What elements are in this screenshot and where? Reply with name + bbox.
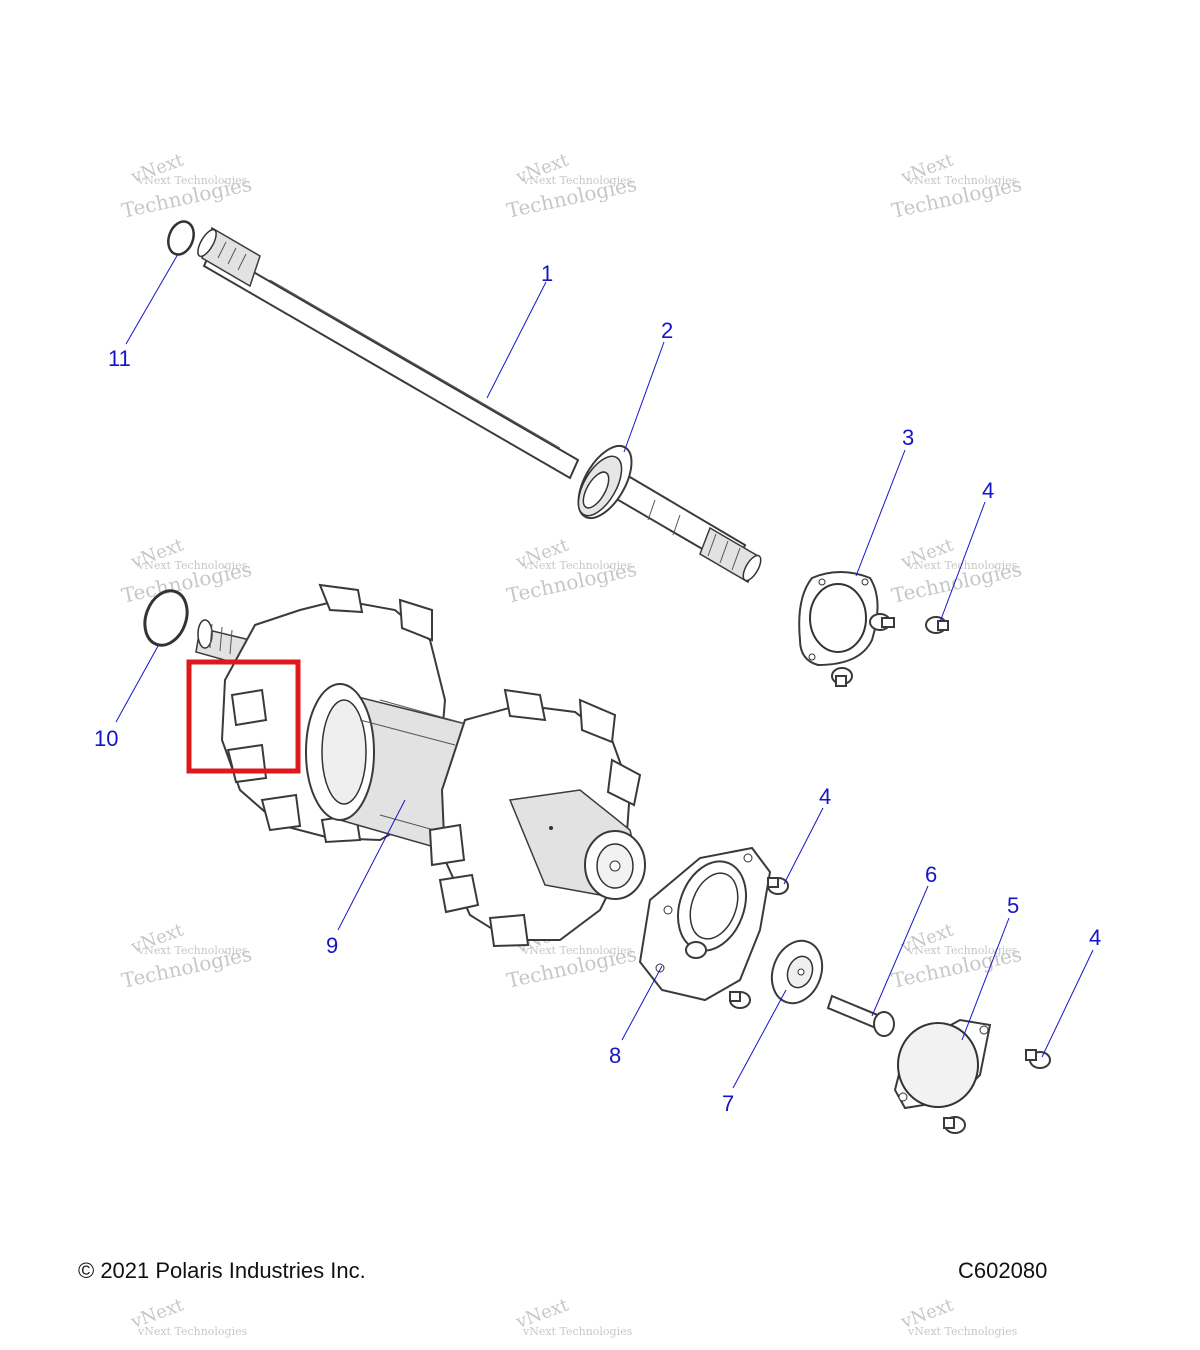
callout-3: 3 <box>902 425 914 450</box>
flange-gasket-3 <box>798 571 879 667</box>
callout-7: 7 <box>722 1091 734 1116</box>
callout-8: 8 <box>609 1043 621 1068</box>
watermark-text: vNext Technologies <box>137 174 248 187</box>
callout-4: 4 <box>1089 925 1101 950</box>
callout-2: 2 <box>661 318 673 343</box>
drive-shaft-1 <box>197 226 762 584</box>
bolt-4b <box>925 616 949 634</box>
callout-6: 6 <box>925 862 937 887</box>
watermark-text: vNext Technologies <box>137 559 248 572</box>
drawing-number: C602080 <box>958 1258 1048 1283</box>
watermark-text: vNext Technologies <box>907 559 1018 572</box>
callout-9: 9 <box>326 933 338 958</box>
callout-5: 5 <box>1007 893 1019 918</box>
highlight-box <box>186 659 301 774</box>
cover-5 <box>893 1018 992 1110</box>
bearing-2 <box>577 444 633 520</box>
callout-4: 4 <box>982 478 994 503</box>
bolt-4c <box>831 667 853 687</box>
watermark-text: vNext Technologies <box>137 944 248 957</box>
o-ring-11 <box>167 220 195 256</box>
watermark-text: vNext Technologies <box>137 1325 248 1338</box>
watermark-text: vNext Technologies <box>522 559 633 572</box>
bolt-4d <box>767 877 789 895</box>
watermark-text: vNext Technologies <box>522 1325 633 1338</box>
watermark-text: vNext Technologies <box>907 174 1018 187</box>
leader-lines <box>115 253 1094 1089</box>
bearing-housing-8 <box>638 846 772 1002</box>
bolt-4g <box>943 1116 966 1134</box>
watermark-text: vNext Technologies <box>522 944 633 957</box>
callout-11: 11 <box>108 346 131 371</box>
drive-sprocket-assembly-9 <box>195 583 646 948</box>
callout-1: 1 <box>541 261 553 286</box>
bolt-4a <box>869 613 895 631</box>
washer-7 <box>770 939 824 1005</box>
callout-10: 10 <box>94 726 118 751</box>
watermark-text: vNext Technologies <box>522 174 633 187</box>
watermark-text: vNext Technologies <box>907 1325 1018 1338</box>
bolt-4f <box>1025 1049 1051 1069</box>
bolt-4e <box>729 991 751 1009</box>
callout-4: 4 <box>819 784 831 809</box>
callout-labels: 1 2 3 4 4 4 6 5 9 8 7 10 11 <box>94 261 1101 1116</box>
o-ring-10 <box>143 589 189 647</box>
bolt-6 <box>826 994 895 1037</box>
watermark-text: vNext Technologies <box>907 944 1018 957</box>
copyright-notice: © 2021 Polaris Industries Inc. <box>78 1258 366 1283</box>
